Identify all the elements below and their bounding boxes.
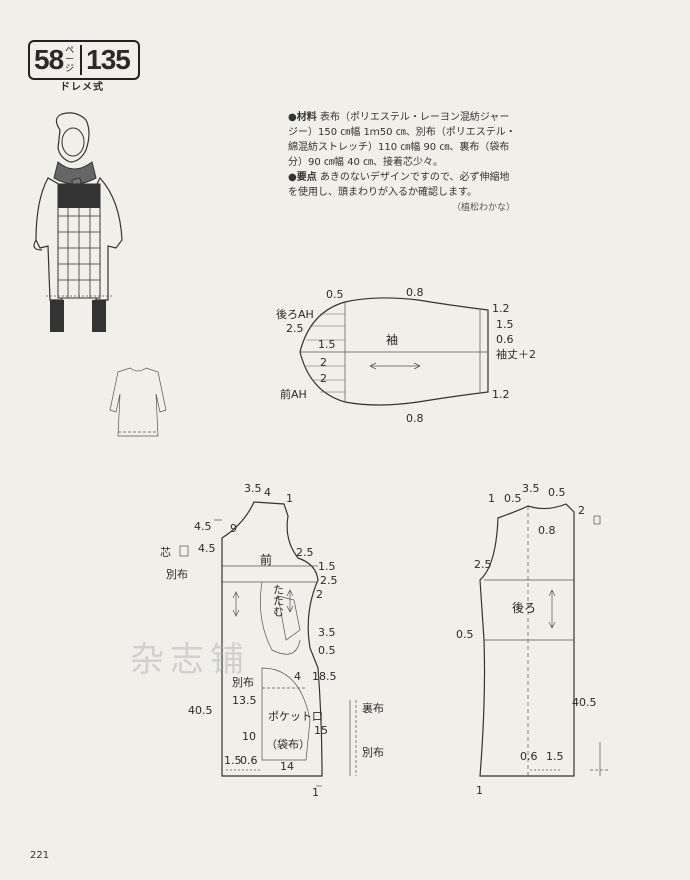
sleeve-m-15r: 1.5 [496, 318, 514, 331]
front-m-135: 13.5 [232, 694, 257, 707]
badge-divider [80, 45, 83, 75]
front-title: 前 [260, 552, 272, 567]
sleeve-m-06: 0.6 [496, 333, 514, 346]
watermark: 杂志铺 [130, 640, 250, 680]
sleeve-m-08-bot: 0.8 [406, 412, 424, 425]
front-m-10: 10 [242, 730, 256, 743]
sleeve-title: 袖 [386, 332, 398, 347]
back-m-15: 1.5 [546, 750, 564, 763]
front-m-45a: 4.5 [194, 520, 212, 533]
front-pattern: 前 たたむ 別布 ポケット口 （袋布） 芯 別布 裏布 別布 3.5 4 1 4… [160, 482, 384, 799]
materials-heading: ●材料 [288, 112, 317, 123]
page-number-badge: 58 [34, 44, 64, 75]
front-m-25b: 2.5 [320, 574, 338, 587]
front-m-05: 0.5 [318, 644, 336, 657]
front-m-35: 3.5 [244, 482, 262, 495]
front-lining: 裏布 [362, 701, 384, 715]
front-m-15c: 1.5 [224, 754, 242, 767]
back-m-05a: 0.5 [504, 492, 522, 505]
method-label: ドレメ式 [60, 82, 104, 93]
sleeve-m-12-top: 1.2 [492, 302, 510, 315]
materials-text: 表布（ポリエステル・レーヨン混紡ジャージー）150 ㎝幅 1ｍ50 ㎝、別布（ポ… [288, 112, 516, 168]
sleeve-length: 袖丈＋2 [496, 347, 536, 361]
model-illustration [33, 112, 123, 332]
front-pocket-bag: （袋布） [266, 737, 310, 751]
back-m-2: 2 [578, 504, 585, 517]
front-m-4: 4 [264, 486, 271, 499]
front-tuck: たたむ [272, 584, 285, 617]
back-m-06: 0.6 [520, 750, 538, 763]
back-m-05b: 0.5 [548, 486, 566, 499]
front-pocket-opening: ポケット口 [268, 710, 323, 723]
back-title: 後ろ [512, 601, 536, 615]
sleeve-m-05: 0.5 [326, 288, 344, 301]
points-text: あきのないデザインですので、必ず伸縮地を使用し、頭まわりが入るか確認します。 [288, 172, 510, 198]
sleeve-m-2: 2 [320, 356, 327, 369]
front-m-45b: 4.5 [198, 542, 216, 555]
front-contrast: 別布 [232, 676, 254, 689]
back-m-05c: 0.5 [456, 628, 474, 641]
front-contrast-side: 別布 [166, 568, 188, 581]
sleeve-back-armhole: 後ろAH [276, 307, 314, 321]
front-m-1-bot: 1 [312, 786, 319, 799]
designer-credit: （植松わかな） [452, 203, 516, 213]
page-badge: 58 ページ 135 [28, 40, 140, 80]
sleeve-pattern: 袖 後ろAH 前AH 0.5 0.8 0.8 2.5 1.5 2 2 1.2 1… [276, 286, 536, 425]
back-m-405: 40.5 [572, 696, 597, 709]
instructions: ●材料 表布（ポリエステル・レーヨン混紡ジャージー）150 ㎝幅 1ｍ50 ㎝、… [288, 110, 518, 200]
sleeve-front-armhole: 前AH [280, 387, 307, 401]
points-heading: ●要点 [288, 172, 317, 183]
front-m-9: 9 [230, 522, 237, 535]
sleeve-m-15: 1.5 [318, 338, 336, 351]
front-m-405: 40.5 [188, 704, 213, 717]
page-number: 221 [30, 850, 50, 861]
front-m-4b: 4 [294, 670, 301, 683]
back-m-1-bot: 1 [476, 784, 483, 797]
back-pattern: 後ろ 1 0.5 3.5 0.5 2 0.8 2.5 0.5 40.5 0.6 … [456, 482, 608, 797]
sleeve-m-2b: 2 [320, 372, 327, 385]
front-core: 芯 [160, 545, 171, 559]
back-m-25: 2.5 [474, 558, 492, 571]
sleeve-m-08-top: 0.8 [406, 286, 424, 299]
back-m-1: 1 [488, 492, 495, 505]
materials-paragraph: ●材料 表布（ポリエステル・レーヨン混紡ジャージー）150 ㎝幅 1ｍ50 ㎝、… [288, 110, 518, 170]
front-m-35b: 3.5 [318, 626, 336, 639]
front-m-185: 18.5 [312, 670, 337, 683]
front-contrast-right: 別布 [362, 746, 384, 759]
front-m-06: 0.6 [240, 754, 258, 767]
front-m-25: 2.5 [296, 546, 314, 559]
sleeve-m-25: 2.5 [286, 322, 304, 335]
front-m-2: 2 [316, 588, 323, 601]
front-m-1-top: 1 [286, 492, 293, 505]
back-m-08: 0.8 [538, 524, 556, 537]
back-m-35: 3.5 [522, 482, 540, 495]
flat-sketch [109, 367, 167, 437]
points-paragraph: ●要点 あきのないデザインですので、必ず伸縮地を使用し、頭まわりが入るか確認しま… [288, 170, 518, 200]
sleeve-m-12-bot: 1.2 [492, 388, 510, 401]
page-unit-label: ページ [65, 45, 75, 74]
front-m-14: 14 [280, 760, 294, 773]
front-m-15b: 15 [314, 724, 328, 737]
pattern-number: 135 [86, 44, 131, 75]
front-m-15: 1.5 [318, 560, 336, 573]
